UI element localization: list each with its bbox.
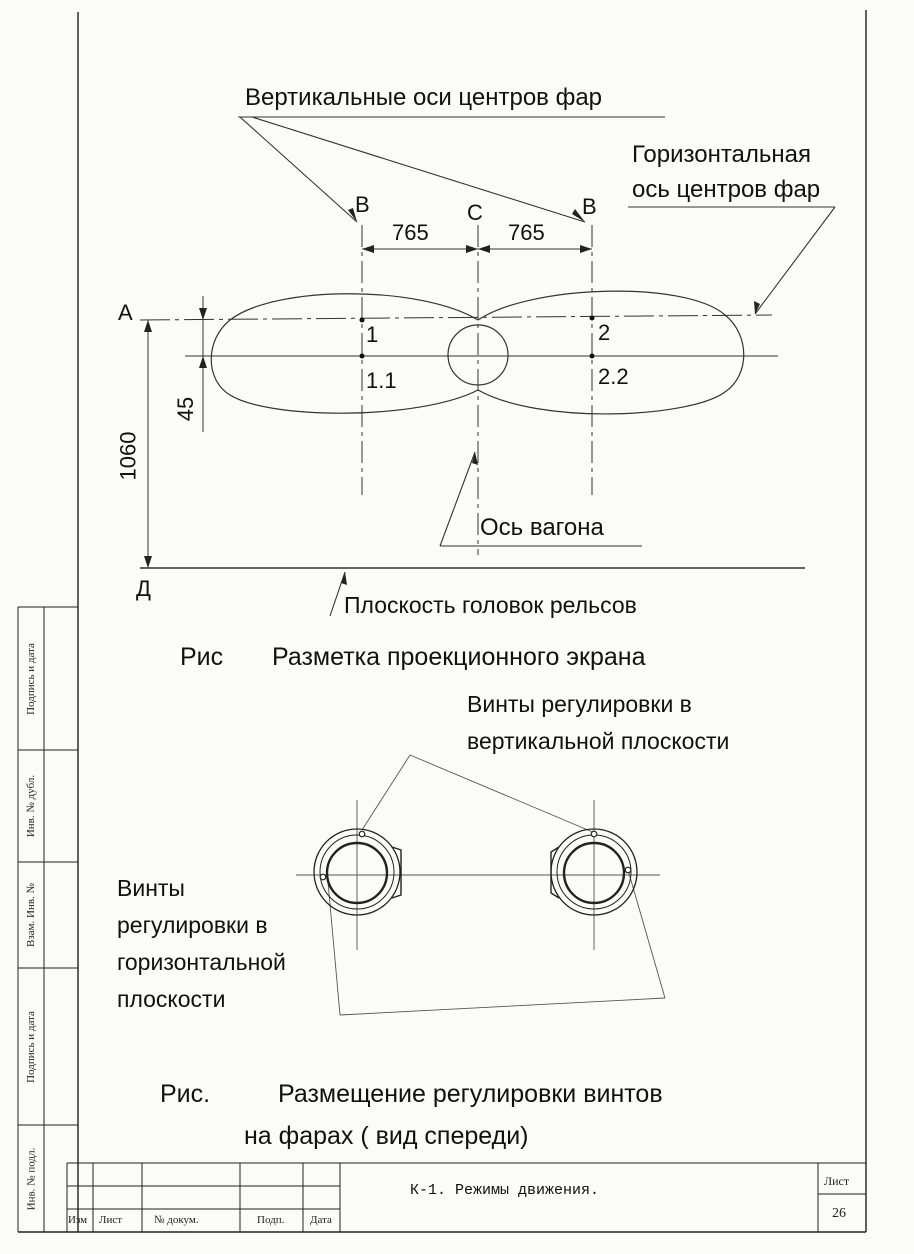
horizontal-screws-label-line4: плоскости — [117, 986, 226, 1012]
side-stamp-sign-date-2: Подпись и дата — [18, 968, 44, 1125]
point-2: 2 — [598, 320, 611, 345]
side-stamp-text: Инв. № дубл. — [25, 774, 38, 838]
fig2-center-lines — [296, 800, 660, 950]
point-1: 1 — [366, 322, 379, 347]
fig2-caption-prefix: Рис. — [160, 1080, 211, 1108]
fig2-leaders — [327, 754, 666, 1016]
side-stamp-text: Взам. Инв. № — [25, 882, 38, 948]
horizontal-axis-label-line1: Горизонтальная — [632, 141, 812, 168]
dimension-1060: 1060 — [115, 431, 141, 481]
dimension-765-left: 765 — [392, 220, 429, 245]
fig1-caption: Разметка проекционного экрана — [272, 643, 646, 671]
fig2-caption-line2: на фарах ( вид спереди) — [244, 1122, 529, 1150]
vertical-screws-label-line1: Винты регулировки в — [467, 691, 692, 717]
rail-plane-label: Плоскость головок рельсов — [344, 592, 637, 618]
letter-d: Д — [136, 576, 151, 601]
title-block-col-date: Дата — [310, 1214, 332, 1226]
headlamp-left — [313, 828, 402, 916]
side-stamp-orig-inv: Инв. № подл. — [18, 1125, 44, 1232]
side-stamp-dup-inv: Инв. № дубл. — [18, 750, 44, 862]
fig1-reference-lines — [139, 225, 805, 569]
letter-b-right: В — [582, 194, 597, 219]
side-stamp-text: Подпись и дата — [25, 642, 37, 715]
title-block-grid — [66, 1162, 866, 1232]
fig1-arrowheads — [341, 208, 760, 585]
letter-a: А — [118, 300, 133, 325]
dimension-45: 45 — [173, 396, 199, 422]
vertical-axes-label: Вертикальные оси центров фар — [245, 84, 603, 111]
title-block-col-izm: Изм — [68, 1214, 88, 1226]
letter-c: С — [467, 200, 483, 225]
point-2-2: 2.2 — [598, 364, 629, 389]
horizontal-screws-label-line3: горизонтальной — [117, 949, 286, 975]
side-stamp-text: Подпись и дата — [25, 1010, 37, 1083]
dimension-765-right: 765 — [508, 220, 545, 245]
horizontal-screws-label-line1: Винты — [117, 875, 185, 901]
car-axis-label: Ось вагона — [480, 514, 604, 541]
vertical-screws-label-line2: вертикальной плоскости — [467, 728, 730, 754]
sheet-frame — [18, 10, 867, 1233]
fig2-caption-line1: Размещение регулировки винтов — [278, 1080, 663, 1108]
side-stamp-replace-inv: Взам. Инв. № — [18, 862, 44, 968]
horizontal-screws-label-line2: регулировки в — [117, 912, 268, 938]
title-block-sheet-number: 26 — [832, 1206, 846, 1221]
horizontal-axis-label-line2: ось центров фар — [632, 176, 821, 203]
title-block-col-list: Лист — [99, 1214, 123, 1226]
point-1-1: 1.1 — [366, 368, 397, 393]
fig1-point-markers — [359, 315, 595, 359]
side-stamp-sign-date-1: Подпись и дата — [18, 607, 44, 750]
fig1-caption-prefix: Рис — [180, 643, 224, 671]
title-block-col-sign: Подп. — [257, 1214, 285, 1226]
title-block-sheet-label: Лист — [824, 1174, 850, 1188]
headlamp-right — [550, 828, 638, 916]
fig1-light-shapes — [210, 290, 745, 415]
title-block-col-doc: № докум. — [154, 1214, 199, 1226]
side-stamp-text: Инв. № подл. — [25, 1147, 37, 1210]
letter-b-left: В — [355, 192, 370, 217]
side-stamp-grid — [17, 606, 78, 1232]
title-block-doc-title: К-1. Режимы движения. — [410, 1182, 600, 1199]
